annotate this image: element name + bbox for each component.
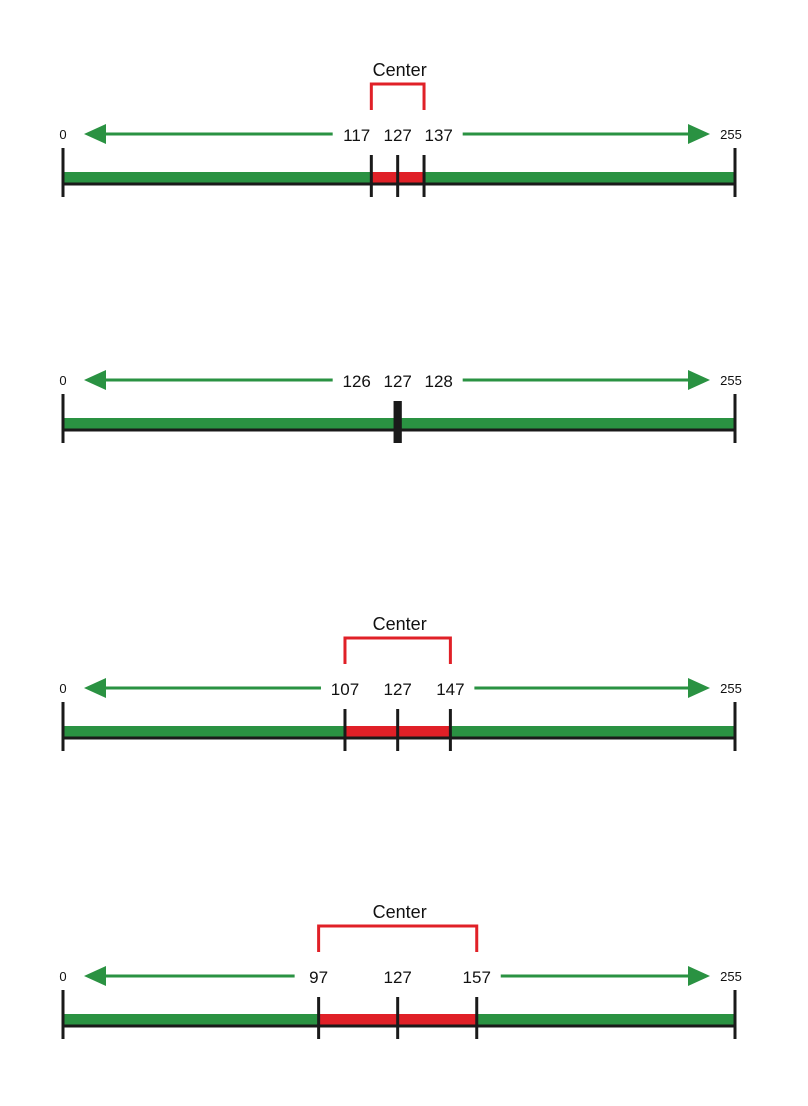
left-arrow-head-icon — [84, 678, 106, 698]
range-diagram-4: 0 255 97 127 157 Center — [59, 902, 741, 1039]
value-label-high: 137 — [424, 126, 452, 145]
value-label-mid: 127 — [383, 126, 411, 145]
range-diagram-3: 0 255 107 127 147 Center — [59, 614, 741, 751]
value-label-mid: 127 — [383, 968, 411, 987]
center-bracket — [345, 638, 450, 664]
axis-min-label: 0 — [59, 127, 66, 142]
right-arrow-head-icon — [688, 124, 710, 144]
value-label-low: 97 — [309, 968, 328, 987]
center-title: Center — [373, 60, 427, 80]
left-arrow-head-icon — [84, 124, 106, 144]
right-arrow-head-icon — [688, 678, 710, 698]
value-label-low: 126 — [342, 372, 370, 391]
value-label-high: 128 — [424, 372, 452, 391]
axis-max-label: 255 — [720, 127, 742, 142]
axis-max-label: 255 — [720, 969, 742, 984]
axis-min-label: 0 — [59, 681, 66, 696]
left-arrow-head-icon — [84, 370, 106, 390]
value-label-mid: 127 — [383, 372, 411, 391]
right-arrow-head-icon — [688, 370, 710, 390]
value-label-low: 107 — [331, 680, 359, 699]
value-label-high: 157 — [463, 968, 491, 987]
value-label-mid: 127 — [383, 680, 411, 699]
center-bracket — [319, 926, 477, 952]
axis-max-label: 255 — [720, 681, 742, 696]
axis-max-label: 255 — [720, 373, 742, 388]
right-arrow-head-icon — [688, 966, 710, 986]
center-bracket — [371, 84, 424, 110]
center-title: Center — [373, 902, 427, 922]
value-label-high: 147 — [436, 680, 464, 699]
axis-min-label: 0 — [59, 969, 66, 984]
left-arrow-head-icon — [84, 966, 106, 986]
center-title: Center — [373, 614, 427, 634]
range-diagram-1: 0 255 117 127 137 Center — [59, 60, 741, 197]
axis-min-label: 0 — [59, 373, 66, 388]
range-diagram-2: 0 255 126 127 128 — [59, 370, 741, 443]
value-label-low: 117 — [343, 126, 370, 145]
